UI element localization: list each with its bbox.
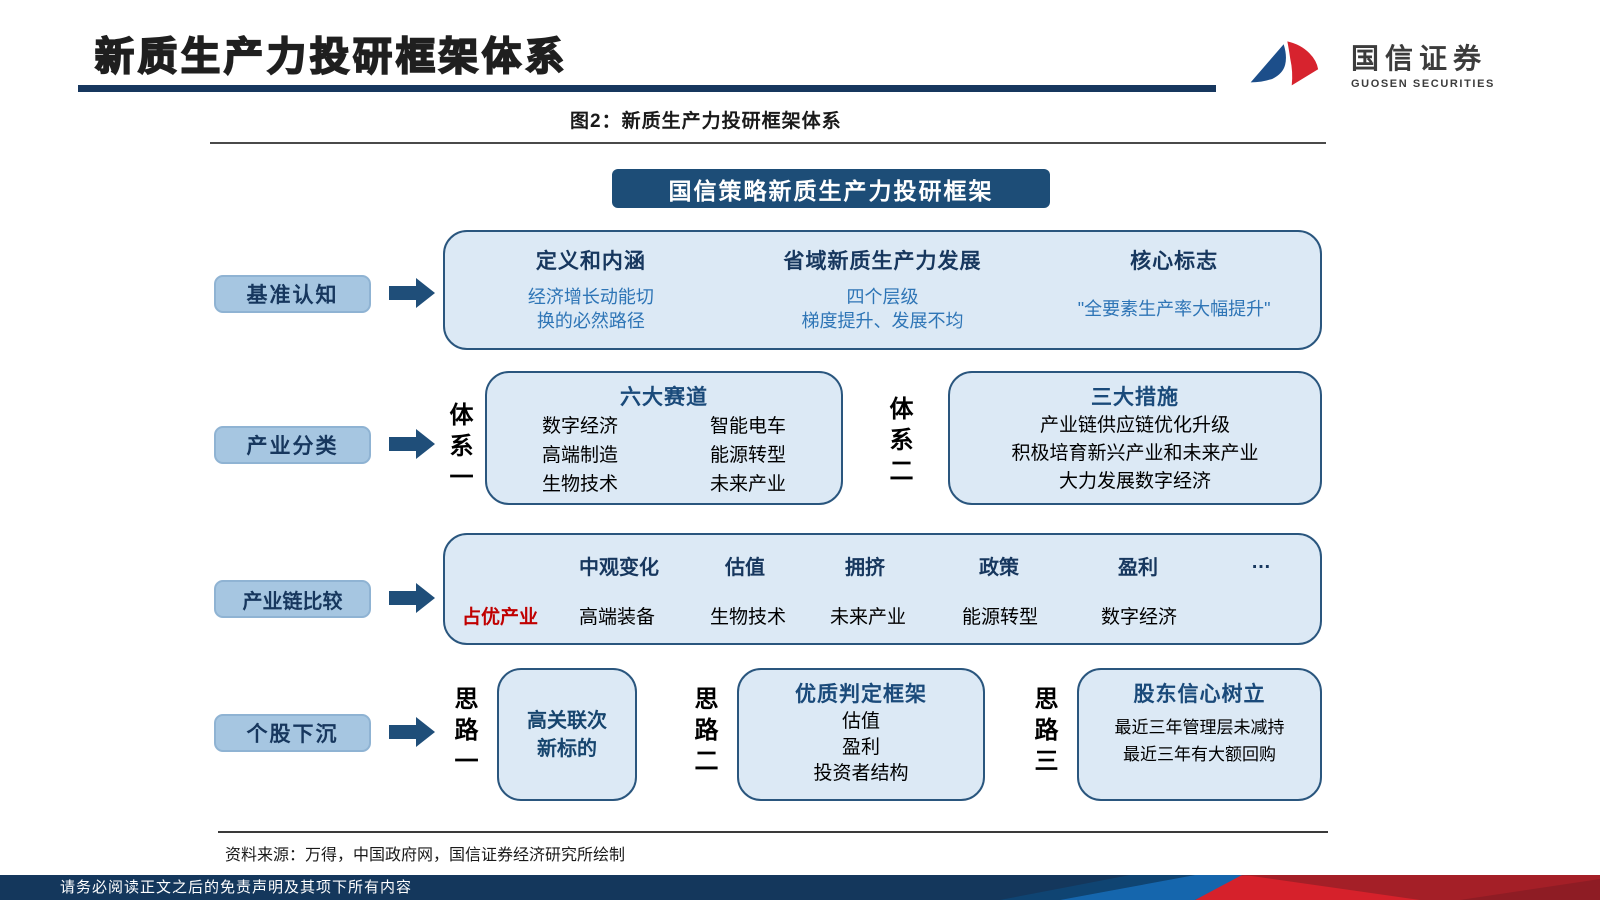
measure-item: 积极培育新兴产业和未来产业: [1011, 443, 1259, 464]
col-title: 核心标志: [1130, 250, 1219, 273]
quality-item: 投资者结构: [813, 763, 909, 784]
row-label-benchmark: 基准认知: [214, 275, 371, 313]
track-item: 生物技术: [541, 474, 618, 495]
col-subtext: "全要素生产率大幅提升": [1078, 275, 1271, 348]
benchmark-box: 定义和内涵 经济增长动能切 换的必然路径 省域新质生产力发展 四个层级 梯度提升…: [443, 230, 1322, 350]
figure-caption: 图2：新质生产力投研框架体系: [570, 111, 842, 132]
dominant-industry-label: 占优产业: [461, 607, 539, 628]
benchmark-col-definition: 定义和内涵 经济增长动能切 换的必然路径: [445, 232, 737, 348]
subtext-line: 换的必然路径: [536, 310, 645, 331]
figure-top-rule: [210, 142, 1326, 144]
confidence-item: 最近三年有大额回购: [1123, 745, 1276, 764]
footer-ribbon-icon: [1000, 875, 1600, 900]
quality-framework-box: 优质判定框架 估值 盈利 投资者结构: [737, 668, 985, 801]
track-item: 能源转型: [710, 445, 787, 466]
row-label-chain-comparison: 产业链比较: [214, 580, 371, 618]
title-underline: [78, 85, 1216, 92]
path-three-label: 思路三: [1030, 686, 1057, 779]
col-title: 定义和内涵: [535, 250, 646, 273]
subtext-line: 经济增长动能切: [527, 286, 654, 307]
comparison-value: 未来产业: [829, 607, 907, 628]
comparison-value: 生物技术: [709, 607, 787, 628]
text-line: 新标的: [537, 737, 597, 760]
subtext-line: "全要素生产率大幅提升": [1077, 298, 1271, 319]
arrow-right-icon: [389, 583, 435, 613]
related-ipo-box: 高关联次 新标的: [497, 668, 637, 801]
logo-name-en: GUOSEN SECURITIES: [1351, 78, 1495, 90]
source-note: 资料来源：万得，中国政府网，国信证券经济研究所绘制: [225, 847, 626, 864]
col-subtext: 经济增长动能切 换的必然路径: [528, 275, 654, 348]
three-measures-box: 三大措施 产业链供应链优化升级 积极培育新兴产业和未来产业 大力发展数字经济: [948, 371, 1322, 505]
subtext-line: 四个层级: [846, 286, 919, 307]
measure-item: 大力发展数字经济: [1058, 471, 1211, 492]
col-title: 省域新质生产力发展: [783, 250, 982, 273]
logo-name-cn: 国信证券: [1351, 43, 1488, 74]
arrow-right-icon: [389, 717, 435, 747]
logo-text: 国信证券 GUOSEN SECURITIES: [1351, 43, 1495, 91]
path-two-label: 思路二: [690, 686, 717, 779]
box-title: 三大措施: [1091, 386, 1179, 409]
measures-lines: 产业链供应链优化升级 积极培育新兴产业和未来产业 大力发展数字经济: [950, 412, 1320, 496]
arrow-right-icon: [389, 278, 435, 308]
comparison-header-ellipsis: …: [1251, 551, 1271, 573]
path-one-label: 思路一: [450, 686, 477, 779]
tracks-column-left: 数字经济 高端制造 生物技术: [542, 412, 618, 499]
arrow-right-icon: [389, 429, 435, 459]
chain-comparison-box: 中观变化 估值 拥挤 政策 盈利 … 占优产业 高端装备 生物技术 未来产业 能…: [443, 533, 1322, 645]
track-item: 数字经济: [541, 416, 618, 437]
guosen-logo: 国信证券 GUOSEN SECURITIES: [1243, 34, 1495, 100]
six-tracks-box: 六大赛道 数字经济 高端制造 生物技术 智能电车 能源转型 未来产业: [485, 371, 843, 505]
tracks-column-right: 智能电车 能源转型 未来产业: [710, 412, 786, 499]
measure-item: 产业链供应链优化升级: [1039, 415, 1230, 436]
quality-item: 估值: [841, 711, 880, 732]
related-ipo-text: 高关联次 新标的: [527, 707, 607, 763]
text-line: 高关联次: [527, 709, 607, 732]
figure-bottom-rule: [218, 831, 1328, 833]
shareholder-confidence-box: 股东信心树立 最近三年管理层未减持 最近三年有大额回购: [1077, 668, 1322, 801]
comparison-header: 拥挤: [845, 557, 885, 579]
comparison-value: 高端装备: [578, 607, 656, 628]
quality-items: 估值 盈利 投资者结构: [739, 709, 983, 787]
system-one-label: 体系一: [445, 402, 472, 495]
comparison-header: 估值: [725, 557, 765, 579]
confidence-item: 最近三年管理层未减持: [1114, 718, 1285, 737]
comparison-value: 数字经济: [1100, 607, 1178, 628]
footer-bar: 请务必阅读正文之后的免责声明及其项下所有内容: [0, 875, 1600, 900]
confidence-items: 最近三年管理层未减持 最近三年有大额回购: [1079, 714, 1320, 768]
comparison-value: 能源转型: [961, 607, 1039, 628]
diagram-title-box: 国信策略新质生产力投研框架: [612, 169, 1050, 208]
row-label-stock-drilldown: 个股下沉: [214, 714, 371, 752]
six-tracks-columns: 数字经济 高端制造 生物技术 智能电车 能源转型 未来产业: [487, 412, 841, 499]
quality-item: 盈利: [841, 737, 880, 758]
page-title: 新质生产力投研框架体系: [94, 34, 569, 81]
benchmark-col-provincial: 省域新质生产力发展 四个层级 梯度提升、发展不均: [737, 232, 1029, 348]
guosen-logo-icon: [1250, 41, 1319, 86]
row-label-industry-classification: 产业分类: [214, 426, 371, 464]
track-item: 智能电车: [710, 416, 787, 437]
box-title: 优质判定框架: [795, 683, 927, 706]
disclaimer-text: 请务必阅读正文之后的免责声明及其项下所有内容: [60, 879, 413, 896]
system-two-label: 体系二: [885, 396, 912, 489]
box-title: 六大赛道: [620, 386, 708, 409]
col-subtext: 四个层级 梯度提升、发展不均: [802, 275, 964, 348]
comparison-header: 盈利: [1118, 557, 1158, 579]
track-item: 高端制造: [541, 445, 618, 466]
track-item: 未来产业: [710, 474, 787, 495]
comparison-header: 政策: [979, 557, 1019, 579]
benchmark-col-core-sign: 核心标志 "全要素生产率大幅提升": [1028, 232, 1320, 348]
box-title: 股东信心树立: [1133, 683, 1266, 706]
comparison-header: 中观变化: [579, 557, 659, 579]
subtext-line: 梯度提升、发展不均: [801, 310, 964, 331]
